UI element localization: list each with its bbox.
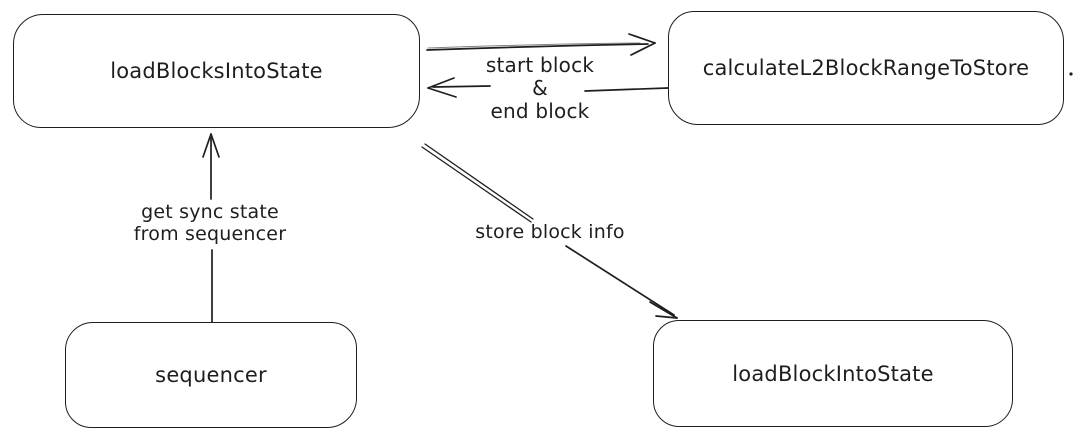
arrow-to-calculate-range-icon <box>426 33 656 56</box>
edge-label-line: & <box>532 76 548 100</box>
node-load-blocks-into-state: loadBlocksIntoState <box>13 14 420 128</box>
node-calculate-l2-block-range-to-store: calculateL2BlockRangeToStore <box>668 11 1064 125</box>
edge-label-start-end-block: start block & end block <box>440 54 640 123</box>
node-label: calculateL2BlockRangeToStore <box>702 56 1030 80</box>
node-label: loadBlockIntoState <box>732 361 934 386</box>
node-sequencer: sequencer <box>65 322 357 428</box>
node-label: loadBlocksIntoState <box>110 59 323 83</box>
edge-label-line: start block <box>485 53 595 77</box>
edge-label-line: from sequencer <box>133 223 287 245</box>
edge-label-get-sync-state: get sync state from sequencer <box>120 201 300 245</box>
node-label: sequencer <box>155 363 267 387</box>
edge-label-store-block-info: store block info <box>455 221 645 244</box>
edge-label-line: store block info <box>475 221 625 243</box>
edge-label-line: get sync state <box>141 201 279 223</box>
stray-dot <box>1069 72 1073 76</box>
node-load-block-into-state: loadBlockIntoState <box>653 320 1013 427</box>
edge-label-line: end block <box>490 99 590 123</box>
